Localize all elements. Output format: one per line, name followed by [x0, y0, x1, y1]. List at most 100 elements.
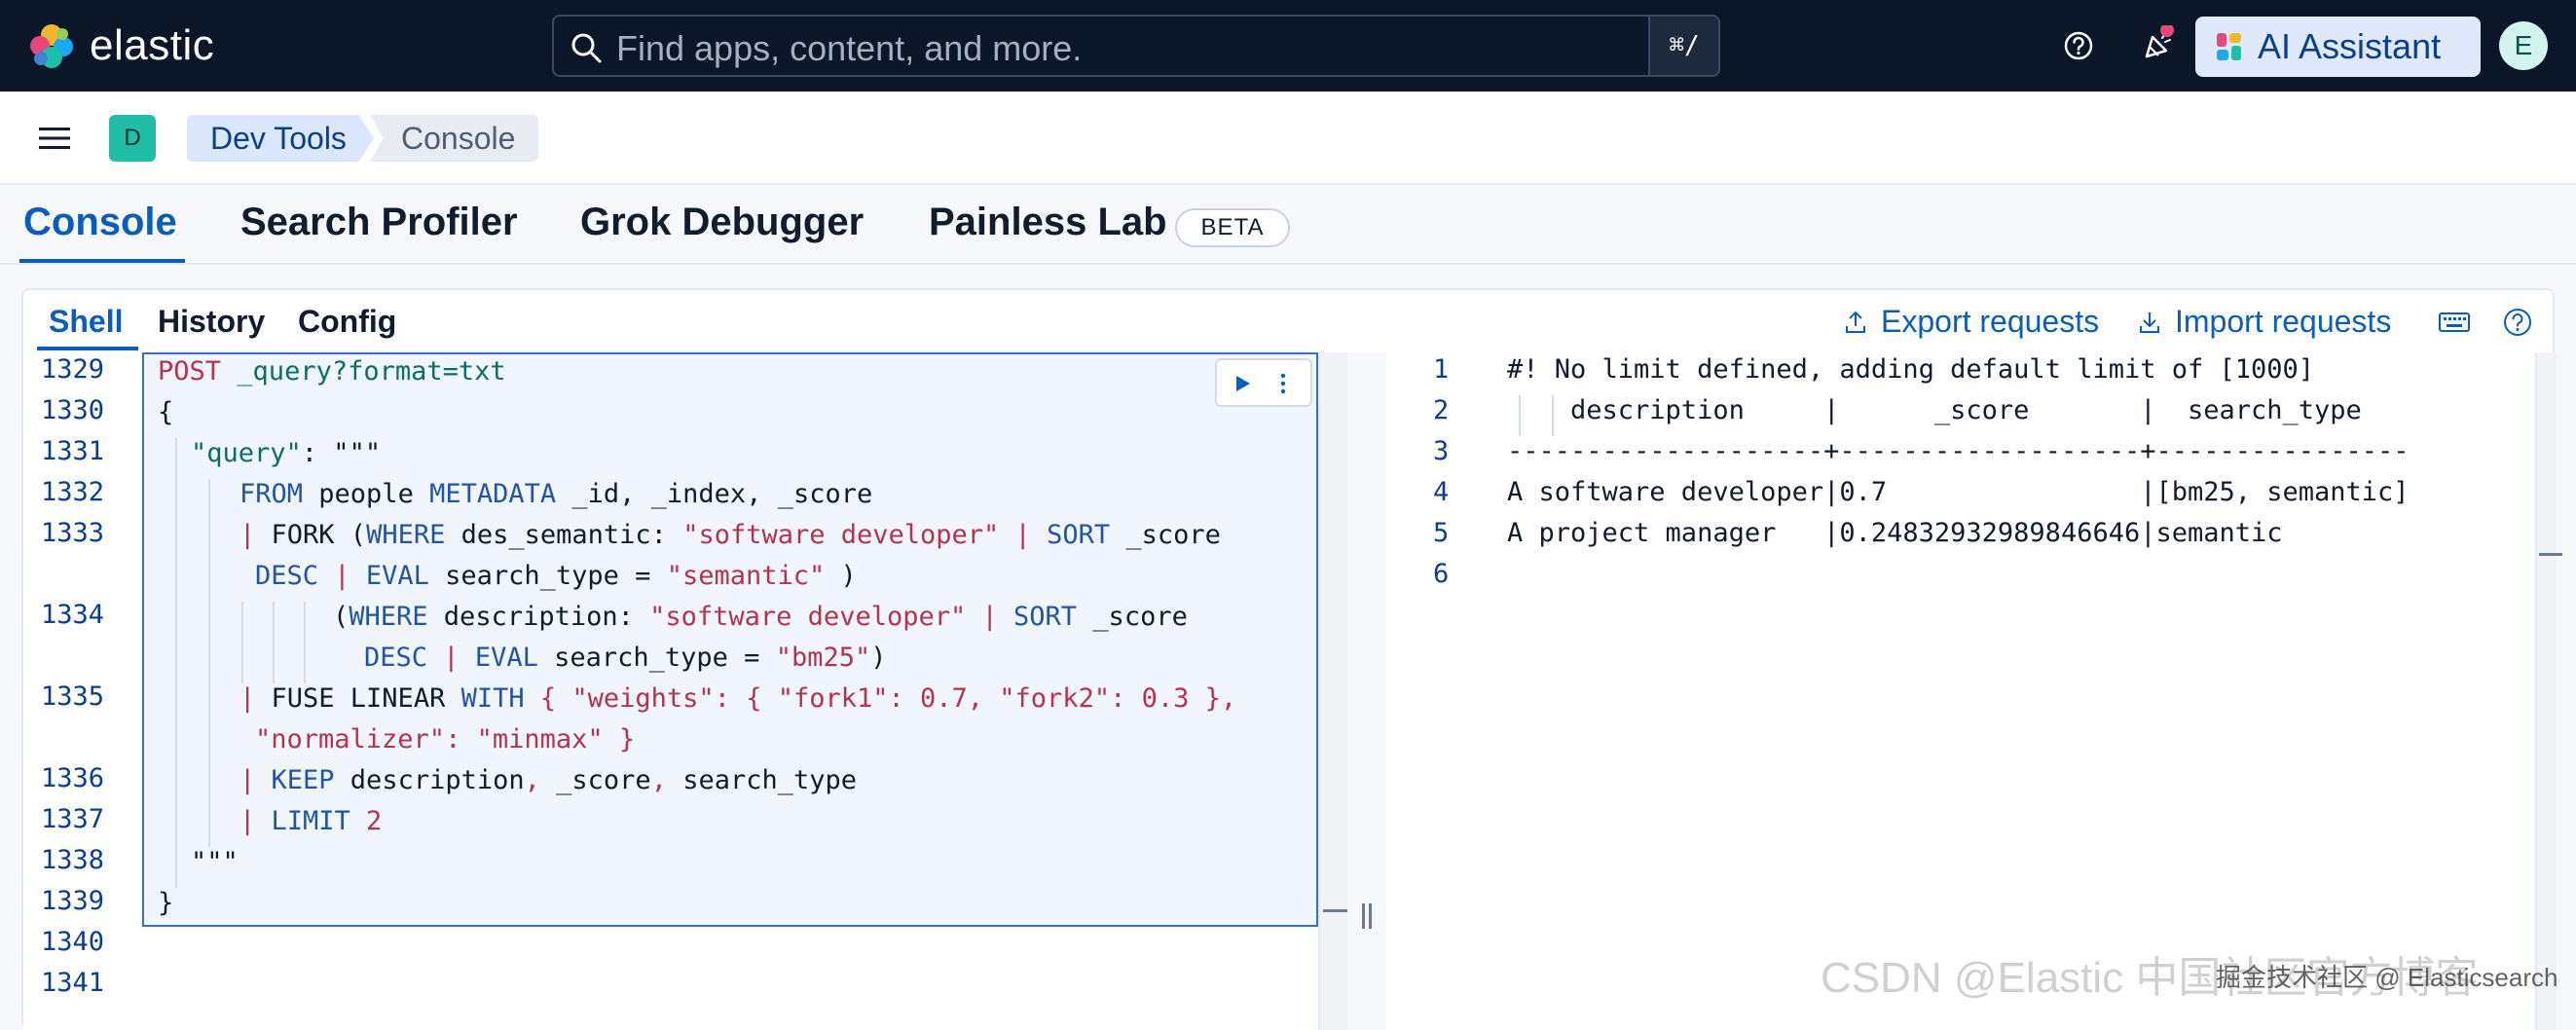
code-token: _id, _index, _score	[556, 479, 873, 509]
elastic-logo[interactable]: elastic	[27, 19, 214, 72]
request-actions	[1215, 358, 1312, 407]
subtab-shell[interactable]: Shell	[49, 304, 124, 339]
tab-search-profiler[interactable]: Search Profiler	[240, 201, 518, 243]
brand-name: elastic	[90, 21, 215, 69]
code-token: KEEP	[271, 765, 335, 795]
response-scrollbar[interactable]	[2535, 352, 2557, 1030]
code-token: EVAL	[474, 643, 538, 673]
code-token: _query?format=txt	[237, 356, 506, 386]
line-number: 1338	[41, 845, 105, 875]
code-token: WHERE	[349, 602, 428, 632]
code-token: : """	[301, 438, 382, 468]
play-icon[interactable]	[1231, 372, 1254, 395]
help-icon[interactable]	[2058, 25, 2099, 66]
search-icon	[571, 33, 602, 63]
line-number: 1333	[41, 518, 105, 548]
elastic-logo-icon	[30, 24, 73, 68]
code-token: 2	[350, 806, 383, 836]
keyboard-icon[interactable]	[2438, 306, 2471, 339]
indent-guide	[1552, 395, 1554, 436]
request-editor[interactable]: 1329 1330 1331 1332 1333 1334 1335 1336 …	[23, 352, 1318, 1030]
line-number: 1336	[41, 763, 105, 793]
response-scrollbar-thumb[interactable]	[2539, 553, 2562, 556]
resize-handle-icon[interactable]	[1362, 903, 1372, 929]
console-help-icon[interactable]	[2501, 306, 2534, 339]
juejin-watermark: 掘金技术社区 @ Elasticsearch	[2216, 963, 2558, 992]
active-request-block[interactable]: POST _query?format=txt { "query": """ FR…	[142, 352, 1318, 927]
request-gutter: 1329 1330 1331 1332 1333 1334 1335 1336 …	[23, 352, 142, 1030]
code-line: """	[191, 847, 239, 877]
line-number: 1335	[41, 681, 105, 712]
export-requests-label: Export requests	[1881, 304, 2100, 339]
code-line: | LIMIT 2	[239, 806, 383, 836]
space-avatar[interactable]: D	[109, 115, 156, 162]
request-scrollbar[interactable]	[1318, 352, 1347, 1030]
code-line: DESC | EVAL search_type = "bm25")	[364, 643, 887, 673]
tab-console[interactable]: Console	[23, 201, 177, 243]
code-line: "query": """	[191, 438, 381, 468]
code-token: des_semantic:	[445, 520, 683, 550]
line-number: 1334	[41, 600, 105, 630]
more-actions-icon[interactable]	[1277, 370, 1289, 397]
search-input[interactable]: Find apps, content, and more.	[616, 28, 1083, 68]
output-line: A software developer|0.7 |[bm25, semanti…	[1507, 477, 2410, 507]
request-scrollbar-thumb[interactable]	[1323, 909, 1348, 912]
indent-guide	[304, 602, 306, 683]
panel-resizer[interactable]	[1347, 352, 1386, 1030]
import-requests-label: Import requests	[2175, 304, 2392, 339]
code-token: "software developer"	[682, 520, 1000, 550]
code-token: _score	[1110, 520, 1221, 550]
menu-icon[interactable]	[37, 121, 72, 156]
code-token: POST	[158, 356, 222, 386]
code-token: _score	[556, 765, 651, 795]
code-token: "query"	[191, 438, 302, 468]
code-token: "bm25"	[775, 643, 871, 673]
subtab-config[interactable]: Config	[298, 304, 397, 339]
code-token: WHERE	[366, 520, 446, 550]
tab-painless-lab[interactable]: Painless Lab	[929, 201, 1167, 243]
dev-tools-tabs: Console Search Profiler Grok Debugger Pa…	[0, 185, 2576, 265]
export-requests-button[interactable]: Export requests	[1844, 304, 2099, 340]
news-feed-icon[interactable]	[2137, 25, 2178, 66]
indent-guide	[241, 602, 243, 683]
indent-guide	[208, 479, 210, 847]
code-line: | FUSE LINEAR WITH { "weights": { "fork1…	[239, 683, 1237, 714]
console-panel: Shell History Config Export requests Imp…	[21, 288, 2562, 1030]
subtab-history[interactable]: History	[158, 304, 266, 339]
code-token: WITH	[460, 683, 525, 714]
code-line: }	[158, 888, 174, 918]
global-search[interactable]: Find apps, content, and more. ⌘/	[552, 15, 1720, 77]
code-token: DESC	[364, 643, 428, 673]
code-token: "semantic"	[666, 561, 826, 591]
code-token: search_type =	[537, 643, 776, 673]
csdn-watermark: CSDN @Elastic 中国社区官方博客	[1821, 954, 2479, 1002]
top-header: elastic Find apps, content, and more. ⌘/…	[0, 0, 2576, 92]
code-token: FORK (	[271, 520, 367, 550]
code-token: "software developer"	[649, 602, 967, 632]
line-number: 1341	[41, 968, 105, 998]
tab-grok-debugger[interactable]: Grok Debugger	[580, 201, 865, 243]
response-output[interactable]: 1 2 3 4 5 6 #! No limit defined, adding …	[1386, 352, 2535, 1030]
upload-icon	[1846, 311, 1865, 333]
user-avatar[interactable]: E	[2499, 21, 2548, 70]
code-token: )	[870, 643, 887, 673]
line-number: 3	[1433, 436, 1450, 466]
code-token: LIMIT	[271, 806, 350, 836]
line-number: 1337	[41, 804, 105, 834]
code-token: "normalizer": "minmax" }	[255, 724, 636, 754]
import-requests-button[interactable]: Import requests	[2138, 304, 2391, 340]
line-number: 1331	[41, 436, 105, 466]
line-number: 1332	[41, 477, 105, 507]
breadcrumb-dev-tools[interactable]: Dev Tools	[187, 115, 374, 162]
code-line: (WHERE description: "software developer"…	[333, 602, 1188, 632]
output-line: description | _score | search_type	[1507, 395, 2410, 425]
active-tab-indicator	[19, 259, 185, 263]
code-line: DESC | EVAL search_type = "semantic" )	[255, 561, 857, 591]
output-line: A project manager |0.24832932989846646|s…	[1507, 518, 2283, 548]
code-line: | KEEP description, _score, search_type	[239, 765, 858, 795]
ai-assistant-button[interactable]: AI Assistant	[2195, 17, 2481, 77]
indent-guide	[1519, 395, 1521, 436]
breadcrumb-console: Console	[370, 115, 538, 162]
search-shortcut: ⌘/	[1648, 17, 1718, 75]
line-number: 4	[1433, 477, 1450, 507]
